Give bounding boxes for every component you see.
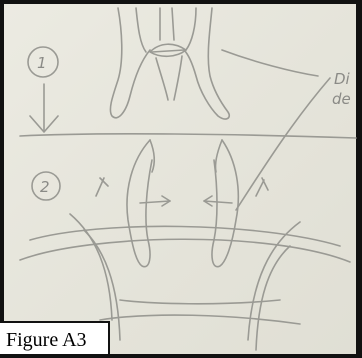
side-note-line-1: Di (334, 70, 351, 88)
step-two-number: 2 (40, 178, 50, 196)
step-one-number: 1 (37, 54, 47, 72)
side-note-line-2: de (332, 90, 351, 108)
figure-caption: Figure A3 (0, 321, 110, 354)
